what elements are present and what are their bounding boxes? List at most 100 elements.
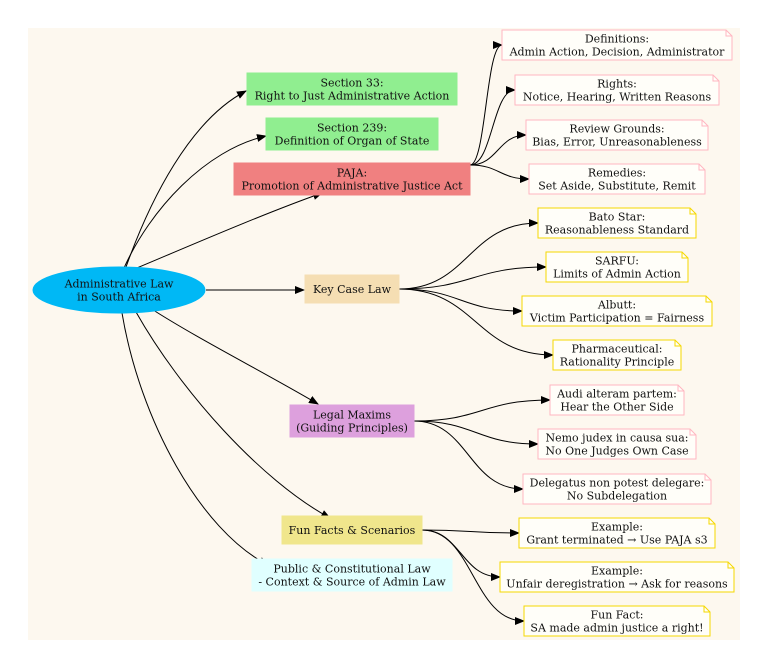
root-shape: [32, 266, 206, 314]
funfact-fold: [703, 606, 710, 613]
node-case[interactable]: Key Case Law: [304, 274, 400, 304]
sarfu-shape: [545, 251, 689, 283]
review-label-line-1: Review Grounds:: [569, 123, 664, 136]
root-label-line-2: in South Africa: [77, 291, 161, 304]
public-label-line-2: - Context & Source of Admin Law: [258, 576, 446, 589]
review-fold: [701, 120, 708, 127]
node-public[interactable]: Public & Constitutional Law- Context & S…: [251, 558, 453, 592]
node-fun[interactable]: Fun Facts & Scenarios: [281, 515, 423, 545]
node-bato[interactable]: Bato Star:Reasonableness Standard: [537, 207, 697, 239]
rights-label-line-2: Notice, Hearing, Written Reasons: [523, 91, 712, 104]
review-label-line-2: Bias, Error, Unreasonableness: [532, 136, 702, 149]
delegatus-label-line-2: No Subdelegation: [567, 490, 667, 503]
node-funfact[interactable]: Fun Fact:SA made admin justice a right!: [523, 605, 711, 637]
sarfu-label-line-2: Limits of Admin Action: [553, 268, 681, 281]
rights-label-line-1: Rights:: [597, 78, 637, 91]
ex1-label-line-2: Grant terminated → Use PAJA s3: [526, 534, 707, 547]
node-pharma[interactable]: Pharmaceutical:Rationality Principle: [552, 339, 682, 371]
rights-shape: [514, 74, 720, 106]
funfact-label-line-2: SA made admin justice a right!: [530, 622, 703, 635]
bato-label-line-2: Reasonableness Standard: [545, 224, 689, 237]
funfact-shape: [523, 605, 711, 637]
edge-maxims-to-nemo: [413, 420, 539, 448]
albutt-label-line-2: Victim Participation = Fairness: [529, 312, 705, 325]
remedies-label-line-2: Set Aside, Substitute, Remit: [538, 180, 696, 193]
s33-shape: [246, 72, 458, 106]
defs-fold: [725, 30, 732, 37]
node-audi[interactable]: Audi alteram partem:Hear the Other Side: [549, 384, 685, 416]
sarfu-label-line-1: SARFU:: [595, 255, 639, 268]
ex1-shape: [518, 517, 716, 549]
node-sarfu[interactable]: SARFU:Limits of Admin Action: [545, 251, 689, 283]
case-label-line-1: Key Case Law: [313, 283, 392, 296]
audi-fold: [677, 385, 684, 392]
edge-root-to-fun: [135, 311, 331, 519]
node-defs[interactable]: Definitions:Admin Action, Decision, Admi…: [501, 29, 733, 61]
fun-label-line-1: Fun Facts & Scenarios: [289, 524, 416, 537]
case-shape: [304, 274, 400, 304]
edge-paja-to-remedies: [469, 164, 530, 183]
edges: [121, 41, 554, 625]
nemo-fold: [689, 429, 696, 436]
pharma-fold: [674, 340, 681, 347]
albutt-label-line-1: Albutt:: [597, 299, 636, 312]
maxims-label-line-1: Legal Maxims: [313, 409, 391, 422]
s239-label-line-2: Definition of Organ of State: [275, 135, 430, 148]
pharma-label-line-1: Pharmaceutical:: [572, 343, 663, 356]
edge-paja-to-defs: [469, 41, 503, 166]
nemo-label-line-2: No One Judges Own Case: [545, 445, 688, 458]
edge-case-to-pharma: [398, 288, 554, 359]
edge-root-to-maxims: [149, 307, 319, 405]
node-nemo[interactable]: Nemo judex in causa sua:No One Judges Ow…: [537, 428, 697, 460]
delegatus-shape: [522, 473, 712, 505]
audi-shape: [549, 384, 685, 416]
node-ex1[interactable]: Example:Grant terminated → Use PAJA s3: [518, 517, 716, 549]
edge-paja-to-rights: [469, 86, 516, 166]
pharma-label-line-2: Rationality Principle: [560, 356, 674, 369]
edge-fun-to-funfact: [421, 529, 525, 625]
remedies-label-line-1: Remedies:: [588, 167, 646, 180]
node-paja[interactable]: PAJA:Promotion of Administrative Justice…: [233, 162, 471, 196]
node-rights[interactable]: Rights:Notice, Hearing, Written Reasons: [514, 74, 720, 106]
pharma-shape: [552, 339, 682, 371]
paja-shape: [233, 162, 471, 196]
maxims-shape: [289, 404, 415, 438]
albutt-shape: [521, 295, 713, 327]
edge-root-to-public: [121, 312, 269, 566]
review-shape: [525, 119, 709, 151]
s239-label-line-1: Section 239:: [317, 122, 387, 135]
node-s239[interactable]: Section 239:Definition of Organ of State: [265, 117, 439, 151]
edge-maxims-to-audi: [413, 396, 551, 422]
node-delegatus[interactable]: Delegatus non potest delegare:No Subdele…: [522, 473, 712, 505]
ex2-shape: [499, 561, 735, 593]
audi-label-line-1: Audi alteram partem:: [556, 388, 677, 401]
ex1-label-line-1: Example:: [591, 521, 643, 534]
edge-root-to-s239: [123, 134, 267, 269]
remedies-shape: [528, 163, 706, 195]
node-review[interactable]: Review Grounds:Bias, Error, Unreasonable…: [525, 119, 709, 151]
ex2-label-line-2: Unfair deregistration → Ask for reasons: [506, 578, 728, 591]
root-label-line-1: Administrative Law: [64, 278, 174, 291]
node-ex2[interactable]: Example:Unfair deregistration → Ask for …: [499, 561, 735, 593]
edge-paja-to-review: [469, 131, 527, 166]
ex2-fold: [727, 562, 734, 569]
edge-case-to-sarfu: [398, 263, 547, 290]
edge-fun-to-ex1: [421, 528, 520, 537]
delegatus-label-line-1: Delegatus non potest delegare:: [530, 477, 705, 490]
fun-shape: [281, 515, 423, 545]
edge-case-to-bato: [398, 219, 539, 290]
defs-label-line-2: Admin Action, Decision, Administrator: [509, 46, 726, 59]
node-remedies[interactable]: Remedies:Set Aside, Substitute, Remit: [528, 163, 706, 195]
sarfu-fold: [681, 252, 688, 259]
node-albutt[interactable]: Albutt:Victim Participation = Fairness: [521, 295, 713, 327]
node-maxims[interactable]: Legal Maxims(Guiding Principles): [289, 404, 415, 438]
remedies-fold: [698, 164, 705, 171]
defs-label-line-1: Definitions:: [585, 33, 649, 46]
edge-case-to-albutt: [398, 288, 523, 315]
rights-fold: [712, 75, 719, 82]
audi-label-line-2: Hear the Other Side: [560, 401, 673, 414]
edge-maxims-to-delegatus: [413, 420, 524, 493]
node-s33[interactable]: Section 33:Right to Just Administrative …: [246, 72, 458, 106]
